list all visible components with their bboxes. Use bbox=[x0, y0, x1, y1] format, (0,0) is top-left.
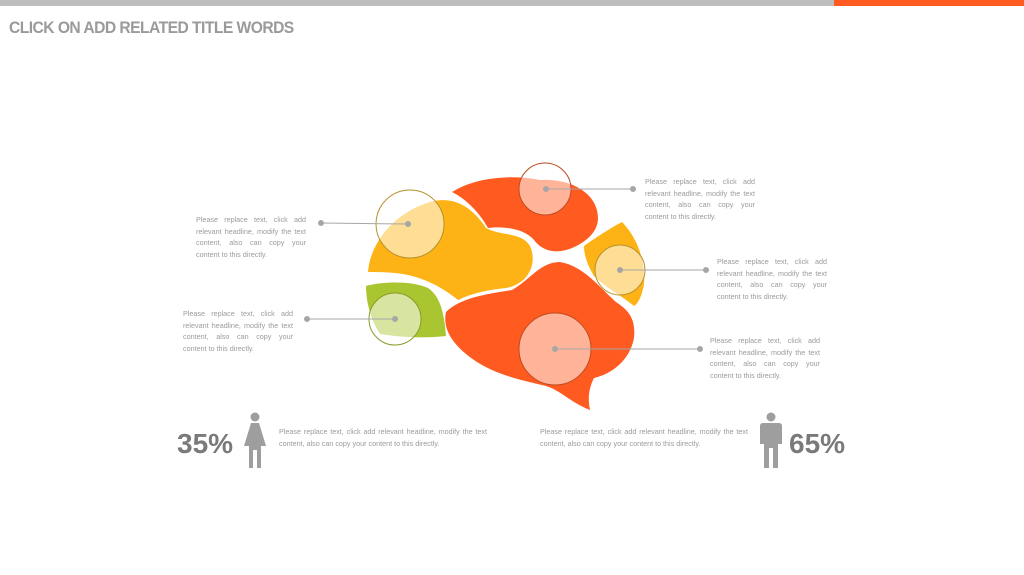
callout-mid-left[interactable]: Please replace text, click add relevant … bbox=[183, 309, 293, 353]
callout-top-right[interactable]: Please replace text, click add relevant … bbox=[645, 177, 755, 221]
male-percentage: 65% bbox=[789, 428, 846, 459]
female-description[interactable]: Please replace text, click add relevant … bbox=[279, 427, 487, 448]
male-person-icon bbox=[760, 412, 782, 468]
page-title[interactable]: CLICK ON ADD RELATED TITLE WORDS bbox=[9, 18, 294, 37]
female-person-icon bbox=[244, 412, 266, 468]
callout-mid-right[interactable]: Please replace text, click add relevant … bbox=[717, 257, 827, 301]
male-description[interactable]: Please replace text, click add relevant … bbox=[540, 427, 748, 448]
leader-line-top-left bbox=[320, 222, 409, 225]
top-bar-accent bbox=[834, 0, 1024, 6]
callout-top-left[interactable]: Please replace text, click add relevant … bbox=[196, 215, 306, 259]
callout-low-right[interactable]: Please replace text, click add relevant … bbox=[710, 336, 820, 380]
female-percentage: 35% bbox=[177, 428, 234, 459]
top-bar-gray bbox=[0, 0, 834, 6]
